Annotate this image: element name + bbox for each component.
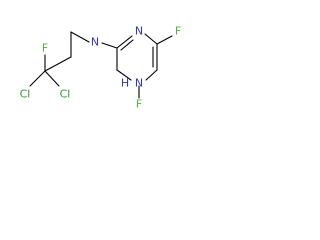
bond-ring-2 (144, 33, 158, 45)
bond-ring-f-right (156, 35, 173, 45)
atom-f-chain: F (42, 42, 48, 55)
atom-cl-right: Cl (60, 88, 71, 101)
atom-f-ring-bottom: F (136, 98, 142, 111)
bond-chain-1 (44, 56, 72, 72)
molecule-structure-diagram: N N N H F F F Cl Cl (20, 25, 182, 111)
bond-ring-1 (116, 35, 133, 49)
atom-labels: N N N H F F F Cl Cl (20, 25, 182, 111)
atom-f-ring-right: F (175, 25, 181, 38)
bonds (29, 31, 173, 99)
bond-c-cl-left (29, 70, 46, 87)
bond-ring-1-double (120, 39, 134, 51)
atom-cl-left: Cl (20, 88, 31, 101)
bond-chain-3 (70, 31, 90, 43)
bond-ring-5 (116, 69, 132, 81)
atom-n-ring-top: N (135, 25, 143, 38)
bond-c-cl-right (44, 70, 60, 87)
atom-h-ring-bottom: H (121, 77, 129, 90)
atom-n-ring-bottom: N (135, 77, 143, 90)
bond-ring-4 (145, 69, 158, 81)
bond-n-ring (101, 42, 118, 49)
atom-n-amine: N (91, 36, 99, 49)
